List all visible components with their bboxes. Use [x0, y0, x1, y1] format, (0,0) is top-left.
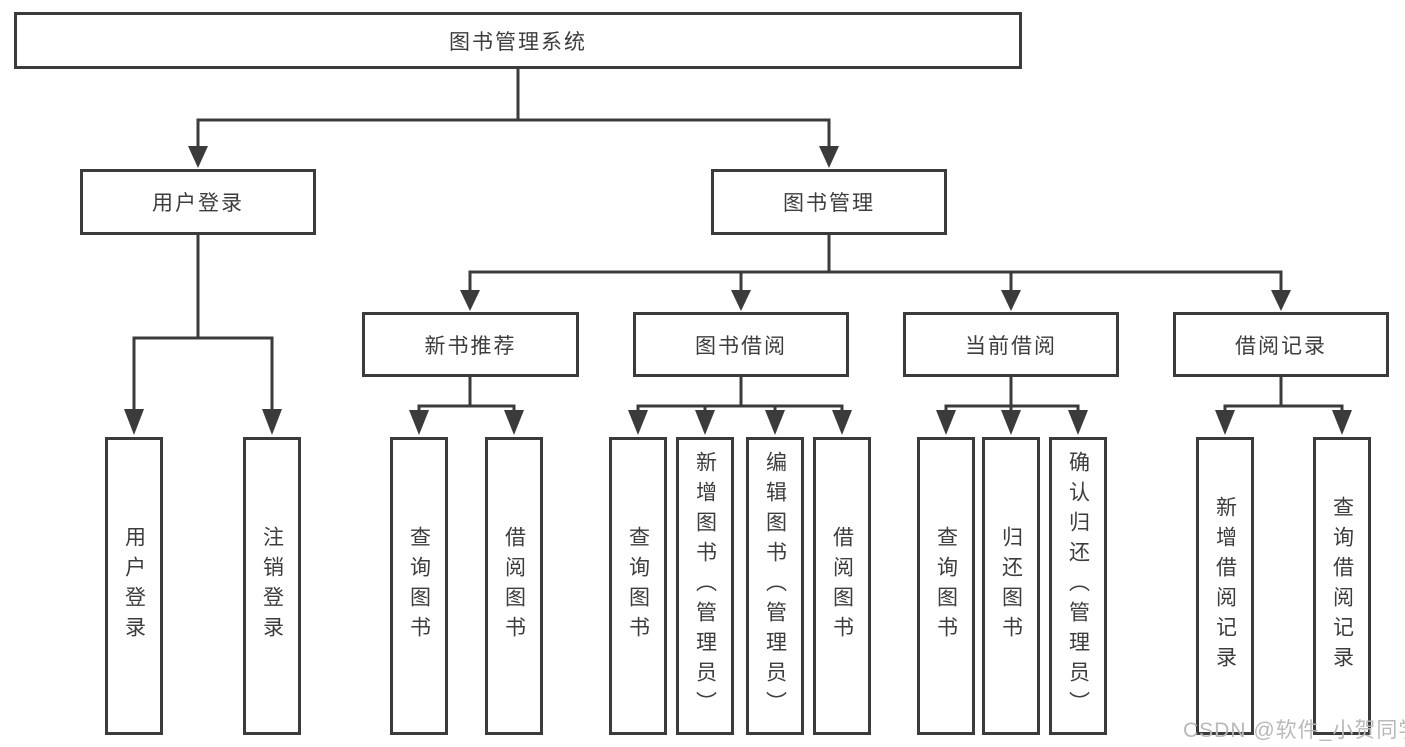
- leaf-query-books-current-label: 查询图书: [934, 526, 958, 646]
- leaf-query-books-borrowing: 查询图书: [609, 437, 667, 735]
- leaf-query-borrow-record-label: 查询借阅记录: [1330, 496, 1354, 676]
- node-current-borrowing: 当前借阅: [903, 312, 1119, 377]
- node-user-login: 用户登录: [80, 169, 316, 235]
- leaf-query-borrow-record: 查询借阅记录: [1313, 437, 1371, 735]
- leaf-confirm-return-admin: 确认归还（管理员）: [1049, 437, 1107, 735]
- leaf-edit-books-admin-label: 编辑图书（管理员）: [763, 451, 787, 721]
- leaf-borrow-books-recommend-label: 借阅图书: [502, 526, 526, 646]
- leaf-query-books-recommend: 查询图书: [390, 437, 448, 735]
- leaf-logout-label: 注销登录: [260, 526, 284, 646]
- leaf-add-books-admin: 新增图书（管理员）: [676, 437, 734, 735]
- leaf-add-books-admin-label: 新增图书（管理员）: [693, 451, 717, 721]
- leaf-edit-books-admin: 编辑图书（管理员）: [746, 437, 804, 735]
- leaf-confirm-return-admin-label: 确认归还（管理员）: [1066, 451, 1090, 721]
- leaf-add-borrow-record-label: 新增借阅记录: [1213, 496, 1237, 676]
- leaf-query-books-borrowing-label: 查询图书: [626, 526, 650, 646]
- leaf-user-login-label: 用户登录: [122, 526, 146, 646]
- node-new-book-recommend: 新书推荐: [362, 312, 579, 377]
- leaf-user-login: 用户登录: [105, 437, 163, 735]
- node-book-management: 图书管理: [711, 169, 947, 235]
- csdn-watermark: CSDN @软件_小贺同学: [1183, 719, 1405, 742]
- leaf-return-books: 归还图书: [982, 437, 1040, 735]
- leaf-borrow-books-borrowing-label: 借阅图书: [830, 526, 854, 646]
- leaf-logout: 注销登录: [243, 437, 301, 735]
- leaf-return-books-label: 归还图书: [999, 526, 1023, 646]
- leaf-borrow-books-borrowing: 借阅图书: [813, 437, 871, 735]
- leaf-borrow-books-recommend: 借阅图书: [485, 437, 543, 735]
- leaf-query-books-recommend-label: 查询图书: [407, 526, 431, 646]
- arrowhead-group: [124, 146, 1352, 435]
- leaf-add-borrow-record: 新增借阅记录: [1196, 437, 1254, 735]
- node-book-borrowing: 图书借阅: [633, 312, 849, 377]
- node-root-system: 图书管理系统: [14, 12, 1022, 69]
- leaf-query-books-current: 查询图书: [917, 437, 975, 735]
- node-borrowing-records: 借阅记录: [1173, 312, 1389, 377]
